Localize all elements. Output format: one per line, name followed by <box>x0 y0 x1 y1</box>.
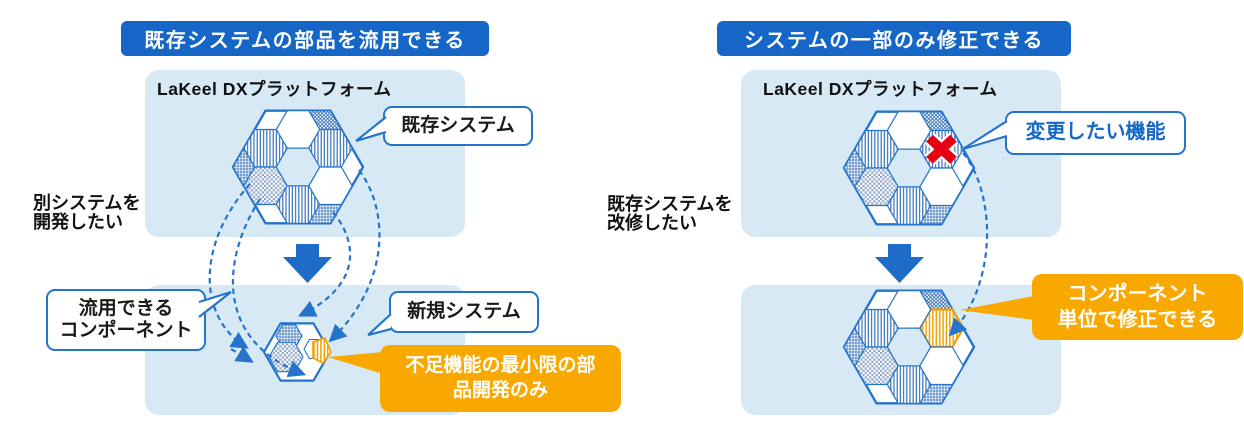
right-side-note-line2: 改修したい <box>607 213 697 233</box>
minimal-development-line1: 不足機能の最小限の部 <box>405 354 596 376</box>
component-fix-line1: コンポーネント <box>1067 283 1208 305</box>
right-side-note-line1: 既存システムを <box>607 194 733 214</box>
left-side-note: 別システムを 開発したい <box>33 194 140 232</box>
right-platform-panel-bottom <box>741 285 1061 415</box>
left-platform-label: LaKeel DXプラットフォーム <box>157 79 392 99</box>
reusable-callout-line1: 流用できる <box>78 297 174 319</box>
component-fix-callout: コンポーネント 単位で修正できる <box>1032 274 1243 340</box>
minimal-development-line2: 品開発のみ <box>452 379 548 401</box>
reusable-component-callout: 流用できる コンポーネント <box>46 289 206 351</box>
reusable-callout-line2: コンポーネント <box>59 320 193 341</box>
right-side-note: 既存システムを 改修したい <box>607 195 732 233</box>
target-function-callout: 変更したい機能 <box>1005 111 1186 155</box>
left-title-text: 既存システムの部品を流用できる <box>144 30 466 52</box>
down-arrow-icon <box>875 244 924 283</box>
existing-system-callout: 既存システム <box>383 106 533 146</box>
down-arrow-icon <box>283 244 332 283</box>
right-title-banner: システムの一部のみ修正できる <box>717 21 1071 56</box>
right-platform-label: LaKeel DXプラットフォーム <box>763 79 998 99</box>
left-side-note-line1: 別システムを <box>33 193 141 213</box>
component-fix-line2: 単位で修正できる <box>1057 309 1218 331</box>
existing-system-callout-text: 既存システム <box>401 114 515 136</box>
right-title-text: システムの一部のみ修正できる <box>744 30 1044 52</box>
new-system-callout-text: 新規システム <box>407 300 521 322</box>
target-function-callout-text: 変更したい機能 <box>1025 121 1166 144</box>
new-system-callout: 新規システム <box>389 291 539 333</box>
left-side-note-line2: 開発したい <box>33 212 123 232</box>
left-title-banner: 既存システムの部品を流用できる <box>121 21 489 56</box>
minimal-development-callout: 不足機能の最小限の部 品開発のみ <box>380 345 621 412</box>
